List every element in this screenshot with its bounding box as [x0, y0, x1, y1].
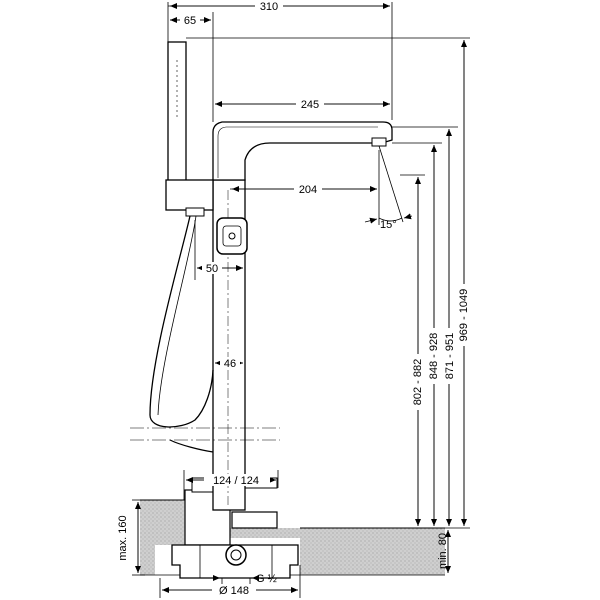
dim-204: 204 [299, 184, 317, 196]
dim-310: 310 [260, 1, 278, 13]
break-line [130, 427, 280, 453]
dim-245: 245 [301, 99, 319, 111]
dim-thread-g-half: G ½ [256, 573, 277, 585]
dim-65: 65 [184, 15, 196, 27]
dim-min-80: min. 80 [437, 533, 449, 569]
dim-969-1049: 969 - 1049 [458, 289, 470, 342]
dim-15-degree: 15° [380, 219, 397, 231]
hand-shower [149, 41, 214, 428]
dimension-labels: 310 65 245 204 15° 50 46 124 / 124 Ø 148… [116, 0, 470, 597]
dim-46: 46 [224, 358, 236, 370]
spout-outlet [371, 137, 387, 147]
dim-802-882: 802 - 882 [412, 359, 424, 405]
dim-50: 50 [206, 263, 218, 275]
dim-848-928: 848 - 928 [428, 333, 440, 379]
shower-hose [149, 215, 214, 428]
spout [212, 121, 393, 181]
floor-hatch-right [300, 528, 445, 575]
floor-hatch-strip [200, 528, 300, 538]
dim-diameter-148: Ø 148 [219, 585, 249, 597]
dim-871-951: 871 - 951 [444, 333, 456, 379]
dim-124-124: 124 / 124 [213, 475, 259, 487]
mixer-handle [216, 217, 248, 255]
dim-max-160: max. 160 [117, 515, 129, 560]
